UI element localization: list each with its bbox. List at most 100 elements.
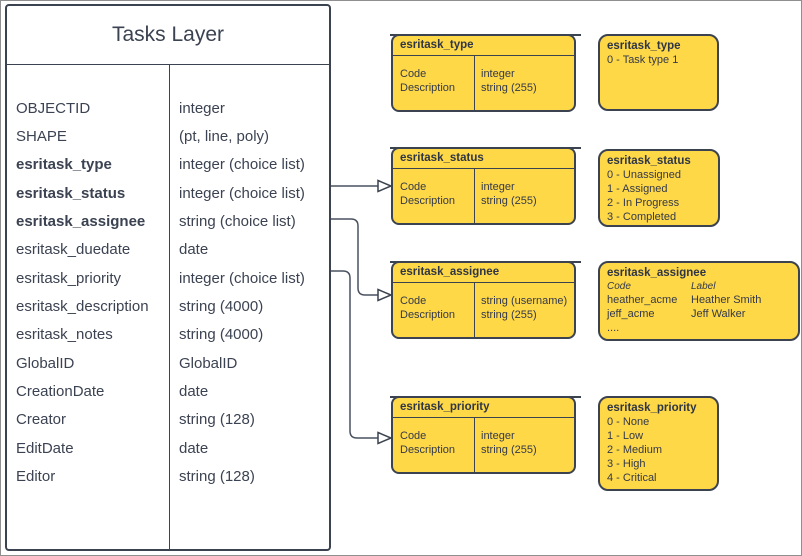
legend-value: 1 - Assigned bbox=[607, 183, 668, 195]
domain-cell: Description bbox=[400, 195, 456, 207]
legend-code: jeff_acme bbox=[607, 308, 655, 320]
field-type: string (128) bbox=[179, 468, 255, 486]
field-type: date bbox=[179, 383, 209, 401]
domain-col-types: string (username) string (255) bbox=[475, 283, 574, 338]
legend-esritask-status: esritask_status 0 - Unassigned 1 - Assig… bbox=[598, 149, 720, 227]
legend-ellipsis: .... bbox=[607, 322, 620, 334]
domain-cell: string (255) bbox=[481, 444, 537, 456]
domain-cell: string (255) bbox=[481, 309, 537, 321]
field-type: integer (choice list) bbox=[179, 184, 305, 202]
column-divider bbox=[169, 64, 170, 549]
field-type: string (4000) bbox=[179, 326, 264, 344]
field-row-esritask-priority: esritask_priority integer (choice list) bbox=[7, 264, 329, 292]
domain-cell: integer bbox=[481, 181, 515, 193]
assignee-connector bbox=[331, 218, 378, 296]
legend-value: 4 - Critical bbox=[607, 472, 657, 484]
field-row-creator: Creator string (128) bbox=[7, 406, 329, 434]
domain-table-title: esritask_status bbox=[393, 149, 574, 169]
field-row-esritask-assignee: esritask_assignee string (choice list) bbox=[7, 207, 329, 235]
domain-cell: Description bbox=[400, 82, 456, 94]
field-name: esritask_description bbox=[16, 298, 149, 316]
field-row-editdate: EditDate date bbox=[7, 434, 329, 462]
field-type: date bbox=[179, 439, 209, 457]
field-name: esritask_duedate bbox=[16, 241, 131, 259]
legend-code-label-grid: Code Label heather_acme Heather Smith je… bbox=[607, 280, 791, 321]
legend-value: 2 - Medium bbox=[607, 444, 663, 456]
field-name: OBJECTID bbox=[16, 99, 91, 117]
field-name: esritask_notes bbox=[16, 326, 113, 344]
legend-value: 0 - Unassigned bbox=[607, 169, 681, 181]
field-row-esritask-type: esritask_type integer (choice list) bbox=[7, 151, 329, 179]
field-rows: OBJECTID integer SHAPE (pt, line, poly) es… bbox=[7, 94, 329, 491]
domain-col-fields: Code Description bbox=[393, 418, 475, 473]
status-arrow-icon bbox=[377, 179, 393, 193]
field-type: string (4000) bbox=[179, 298, 264, 316]
field-name: esritask_priority bbox=[16, 269, 122, 287]
legend-title: esritask_assignee bbox=[607, 267, 707, 279]
field-name: Creator bbox=[16, 411, 67, 429]
domain-table-title: esritask_type bbox=[393, 36, 574, 56]
legend-label: Heather Smith bbox=[691, 294, 762, 306]
domain-table-title: esritask_priority bbox=[393, 398, 574, 418]
domain-col-fields: Code Description bbox=[393, 283, 475, 338]
title-divider bbox=[7, 64, 329, 65]
field-type: string (choice list) bbox=[179, 213, 296, 231]
field-row-esritask-description: esritask_description string (4000) bbox=[7, 292, 329, 320]
domain-table-esritask-type: esritask_type Code Description integer s… bbox=[391, 34, 576, 112]
domain-col-types: integer string (255) bbox=[475, 418, 574, 473]
field-name: esritask_type bbox=[16, 156, 112, 174]
field-type: integer bbox=[179, 99, 225, 117]
domain-cell: Code bbox=[400, 295, 427, 307]
field-row-shape: SHAPE (pt, line, poly) bbox=[7, 122, 329, 150]
domain-table-esritask-assignee: esritask_assignee Code Description strin… bbox=[391, 261, 576, 339]
field-name: esritask_assignee bbox=[16, 213, 146, 231]
field-row-esritask-status: esritask_status integer (choice list) bbox=[7, 179, 329, 207]
legend-title: esritask_status bbox=[607, 155, 691, 167]
domain-cell: Code bbox=[400, 430, 427, 442]
legend-title: esritask_type bbox=[607, 40, 681, 52]
tasks-layer-table: Tasks Layer OBJECTID integer SHAPE (pt, li… bbox=[5, 4, 331, 551]
domain-table-title: esritask_assignee bbox=[393, 263, 574, 283]
field-row-esritask-notes: esritask_notes string (4000) bbox=[7, 321, 329, 349]
domain-cell: Code bbox=[400, 68, 427, 80]
domain-cell: string (username) bbox=[481, 295, 568, 307]
legend-value: 3 - Completed bbox=[607, 211, 677, 223]
field-type: string (128) bbox=[179, 411, 255, 429]
field-row-editor: Editor string (128) bbox=[7, 462, 329, 490]
domain-cell: integer bbox=[481, 68, 515, 80]
field-name: EditDate bbox=[16, 439, 74, 457]
legend-code: heather_acme bbox=[607, 294, 678, 306]
domain-cell: Description bbox=[400, 309, 456, 321]
field-name: SHAPE bbox=[16, 128, 67, 146]
legend-esritask-priority: esritask_priority 0 - None 1 - Low 2 - M… bbox=[598, 396, 719, 491]
field-type: integer (choice list) bbox=[179, 156, 305, 174]
legend-value: 3 - High bbox=[607, 458, 646, 470]
domain-cell: string (255) bbox=[481, 82, 537, 94]
priority-connector bbox=[331, 270, 378, 439]
priority-arrow-icon bbox=[377, 431, 393, 445]
field-type: (pt, line, poly) bbox=[179, 128, 270, 146]
domain-cell: integer bbox=[481, 430, 515, 442]
tasks-layer-title: Tasks Layer bbox=[111, 23, 225, 46]
field-row-creationdate: CreationDate date bbox=[7, 377, 329, 405]
assignee-arrow-icon bbox=[377, 288, 393, 302]
domain-col-fields: Code Description bbox=[393, 56, 475, 111]
domain-col-fields: Code Description bbox=[393, 169, 475, 224]
field-type: GlobalID bbox=[179, 354, 238, 372]
domain-cell: string (255) bbox=[481, 195, 537, 207]
domain-cell: Code bbox=[400, 181, 427, 193]
field-name: Editor bbox=[16, 468, 56, 486]
field-type: integer (choice list) bbox=[179, 269, 305, 287]
field-name: CreationDate bbox=[16, 383, 105, 401]
domain-col-types: integer string (255) bbox=[475, 56, 574, 111]
domain-table-esritask-status: esritask_status Code Description integer… bbox=[391, 147, 576, 225]
field-row-esritask-duedate: esritask_duedate date bbox=[7, 236, 329, 264]
domain-table-esritask-priority: esritask_priority Code Description integ… bbox=[391, 396, 576, 474]
legend-title: esritask_priority bbox=[607, 402, 697, 414]
legend-esritask-assignee: esritask_assignee Code Label heather_acm… bbox=[598, 261, 800, 341]
field-name: esritask_status bbox=[16, 184, 126, 202]
domain-cell: Description bbox=[400, 444, 456, 456]
field-type: date bbox=[179, 241, 209, 259]
legend-label: Jeff Walker bbox=[691, 308, 746, 320]
